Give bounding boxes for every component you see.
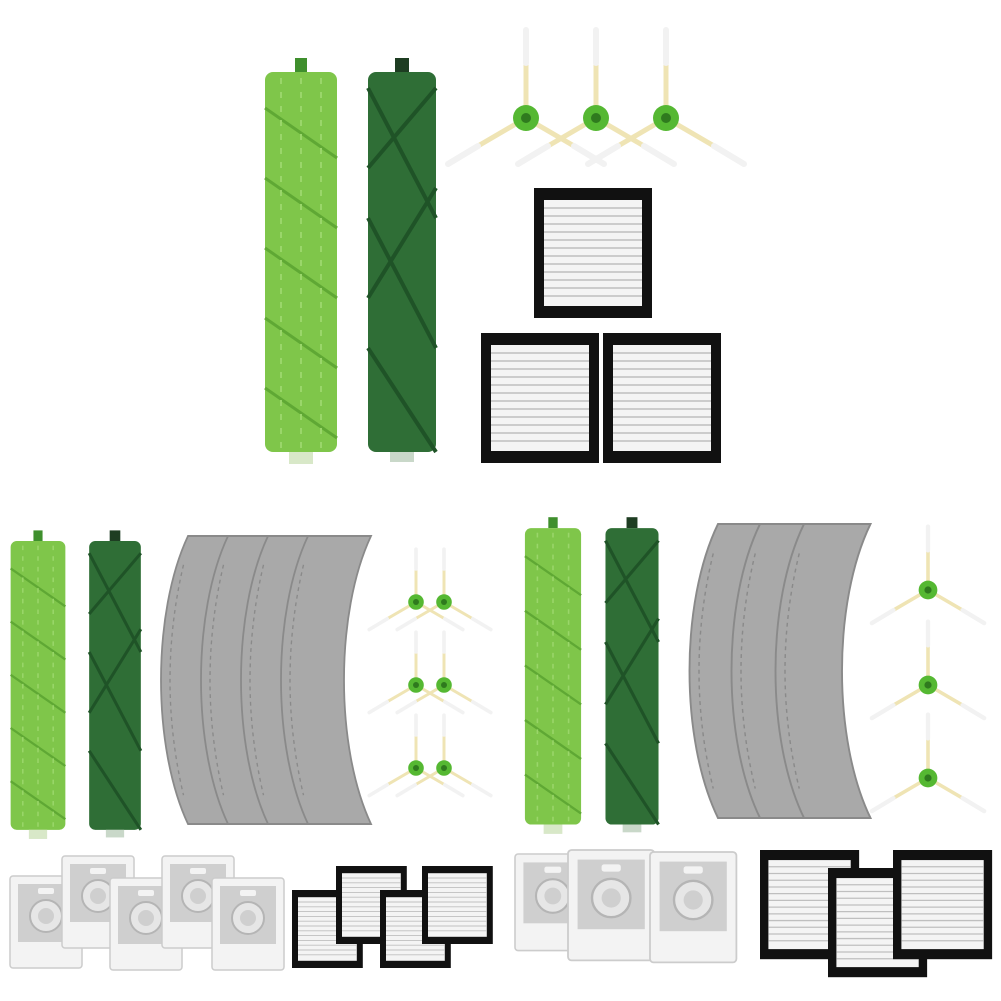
main-roller-brush-light-icon xyxy=(263,56,339,466)
side-brush-icon xyxy=(448,30,604,164)
hepa-filter-icon xyxy=(421,865,494,945)
main-roller-brush-light-icon xyxy=(9,529,67,841)
side-brush-icon xyxy=(518,30,674,164)
hepa-filter-icon xyxy=(892,849,993,960)
dust-bag-icon xyxy=(566,848,656,962)
dust-bag-icon xyxy=(648,850,738,964)
main-roller-brush-dark-icon xyxy=(366,56,438,464)
side-brush-icon xyxy=(872,527,984,623)
hepa-filter-icon xyxy=(533,187,653,319)
main-roller-brush-dark-icon xyxy=(603,515,661,834)
main-roller-brush-light-icon xyxy=(523,516,583,836)
mop-pad-icon xyxy=(280,535,372,825)
side-brush-icon xyxy=(588,30,744,164)
mop-pad-icon xyxy=(774,523,872,819)
hepa-filter-icon xyxy=(480,332,600,464)
hepa-filter-icon xyxy=(602,332,722,464)
side-brush-icon xyxy=(872,715,984,811)
side-brush-icon xyxy=(872,622,984,718)
main-roller-brush-dark-icon xyxy=(87,528,143,839)
dust-bag-icon xyxy=(211,877,285,971)
